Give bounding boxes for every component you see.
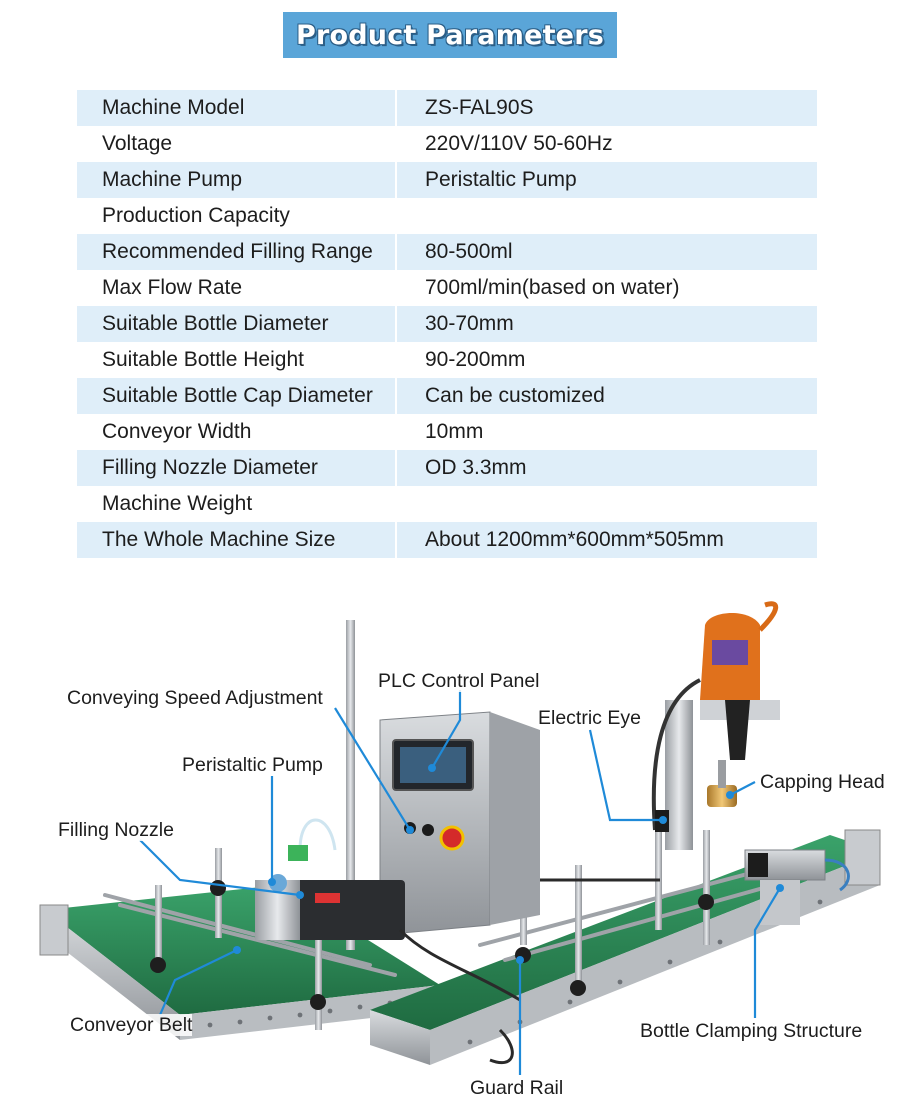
param-value: 30-70mm (425, 312, 514, 335)
param-name: Filling Nozzle Diameter (77, 450, 397, 486)
callout-dots (233, 764, 784, 964)
param-value: 700ml/min(based on water) (425, 276, 680, 299)
param-row-bottle-diameter: Suitable Bottle Diameter 30-70mm (77, 306, 817, 342)
param-name: Machine Model (77, 90, 397, 126)
param-row-cap-diameter: Suitable Bottle Cap Diameter Can be cust… (77, 378, 817, 414)
param-value: 10mm (425, 420, 484, 443)
parameters-table: Machine Model ZS-FAL90S Voltage 220V/110… (77, 90, 817, 558)
param-row-machine-weight: Machine Weight (77, 486, 817, 522)
param-row-max-flow-rate: Max Flow Rate 700ml/min(based on water) (77, 270, 817, 306)
param-row-machine-pump: Machine Pump Peristaltic Pump (77, 162, 817, 198)
cables (398, 878, 660, 1065)
param-row-machine-size: The Whole Machine Size About 1200mm*600m… (77, 522, 817, 558)
param-name: The Whole Machine Size (77, 522, 397, 558)
param-row-bottle-height: Suitable Bottle Height 90-200mm (77, 342, 817, 378)
param-name: Suitable Bottle Cap Diameter (77, 378, 397, 414)
callout-electric-eye: Electric Eye (538, 707, 641, 729)
param-value: OD 3.3mm (425, 456, 527, 479)
param-value: 80-500ml (425, 240, 513, 263)
param-name: Voltage (77, 126, 397, 162)
product-parameters-banner: Product Parameters (283, 12, 617, 58)
param-value (397, 486, 425, 522)
left-conveyor (39, 885, 440, 1040)
param-value: 90-200mm (425, 348, 526, 371)
param-value: About 1200mm*600mm*505mm (425, 528, 724, 551)
param-row-conveyor-width: Conveyor Width 10mm (77, 414, 817, 450)
param-name: Conveyor Width (77, 414, 397, 450)
callout-guard-rail: Guard Rail (470, 1077, 564, 1099)
param-value: Can be customized (425, 384, 605, 407)
param-row-voltage: Voltage 220V/110V 50-60Hz (77, 126, 817, 162)
callout-capping-head: Capping Head (760, 771, 885, 793)
callout-bottle-clamping-structure: Bottle Clamping Structure (640, 1020, 863, 1042)
param-value: Peristaltic Pump (425, 168, 577, 191)
param-name: Production Capacity (77, 198, 397, 234)
callout-peristaltic-pump: Peristaltic Pump (182, 754, 323, 776)
param-row-nozzle-diameter: Filling Nozzle Diameter OD 3.3mm (77, 450, 817, 486)
callout-lines (139, 690, 781, 1075)
param-value: 220V/110V 50-60Hz (425, 132, 613, 155)
param-name: Suitable Bottle Height (77, 342, 397, 378)
banner-title: Product Parameters (296, 19, 604, 51)
param-name: Suitable Bottle Diameter (77, 306, 397, 342)
machine-illustration: PLC Control Panel Conveying Speed Adjust… (0, 590, 900, 1109)
param-row-machine-model: Machine Model ZS-FAL90S (77, 90, 817, 126)
param-row-filling-range: Recommended Filling Range 80-500ml (77, 234, 817, 270)
control-box (379, 711, 540, 936)
param-name: Machine Pump (77, 162, 397, 198)
callout-conveying-speed-adjustment: Conveying Speed Adjustment (67, 687, 323, 709)
callout-plc-control-panel: PLC Control Panel (378, 670, 540, 692)
param-name: Machine Weight (77, 486, 397, 522)
capping-unit (651, 601, 780, 850)
callout-conveyor-belt: Conveyor Belt (70, 1014, 193, 1036)
param-name: Recommended Filling Range (77, 234, 397, 270)
param-row-production-capacity: Production Capacity (77, 198, 817, 234)
param-value (397, 198, 425, 234)
callout-filling-nozzle: Filling Nozzle (58, 819, 174, 841)
param-value: ZS-FAL90S (425, 96, 534, 119)
param-name: Max Flow Rate (77, 270, 397, 306)
